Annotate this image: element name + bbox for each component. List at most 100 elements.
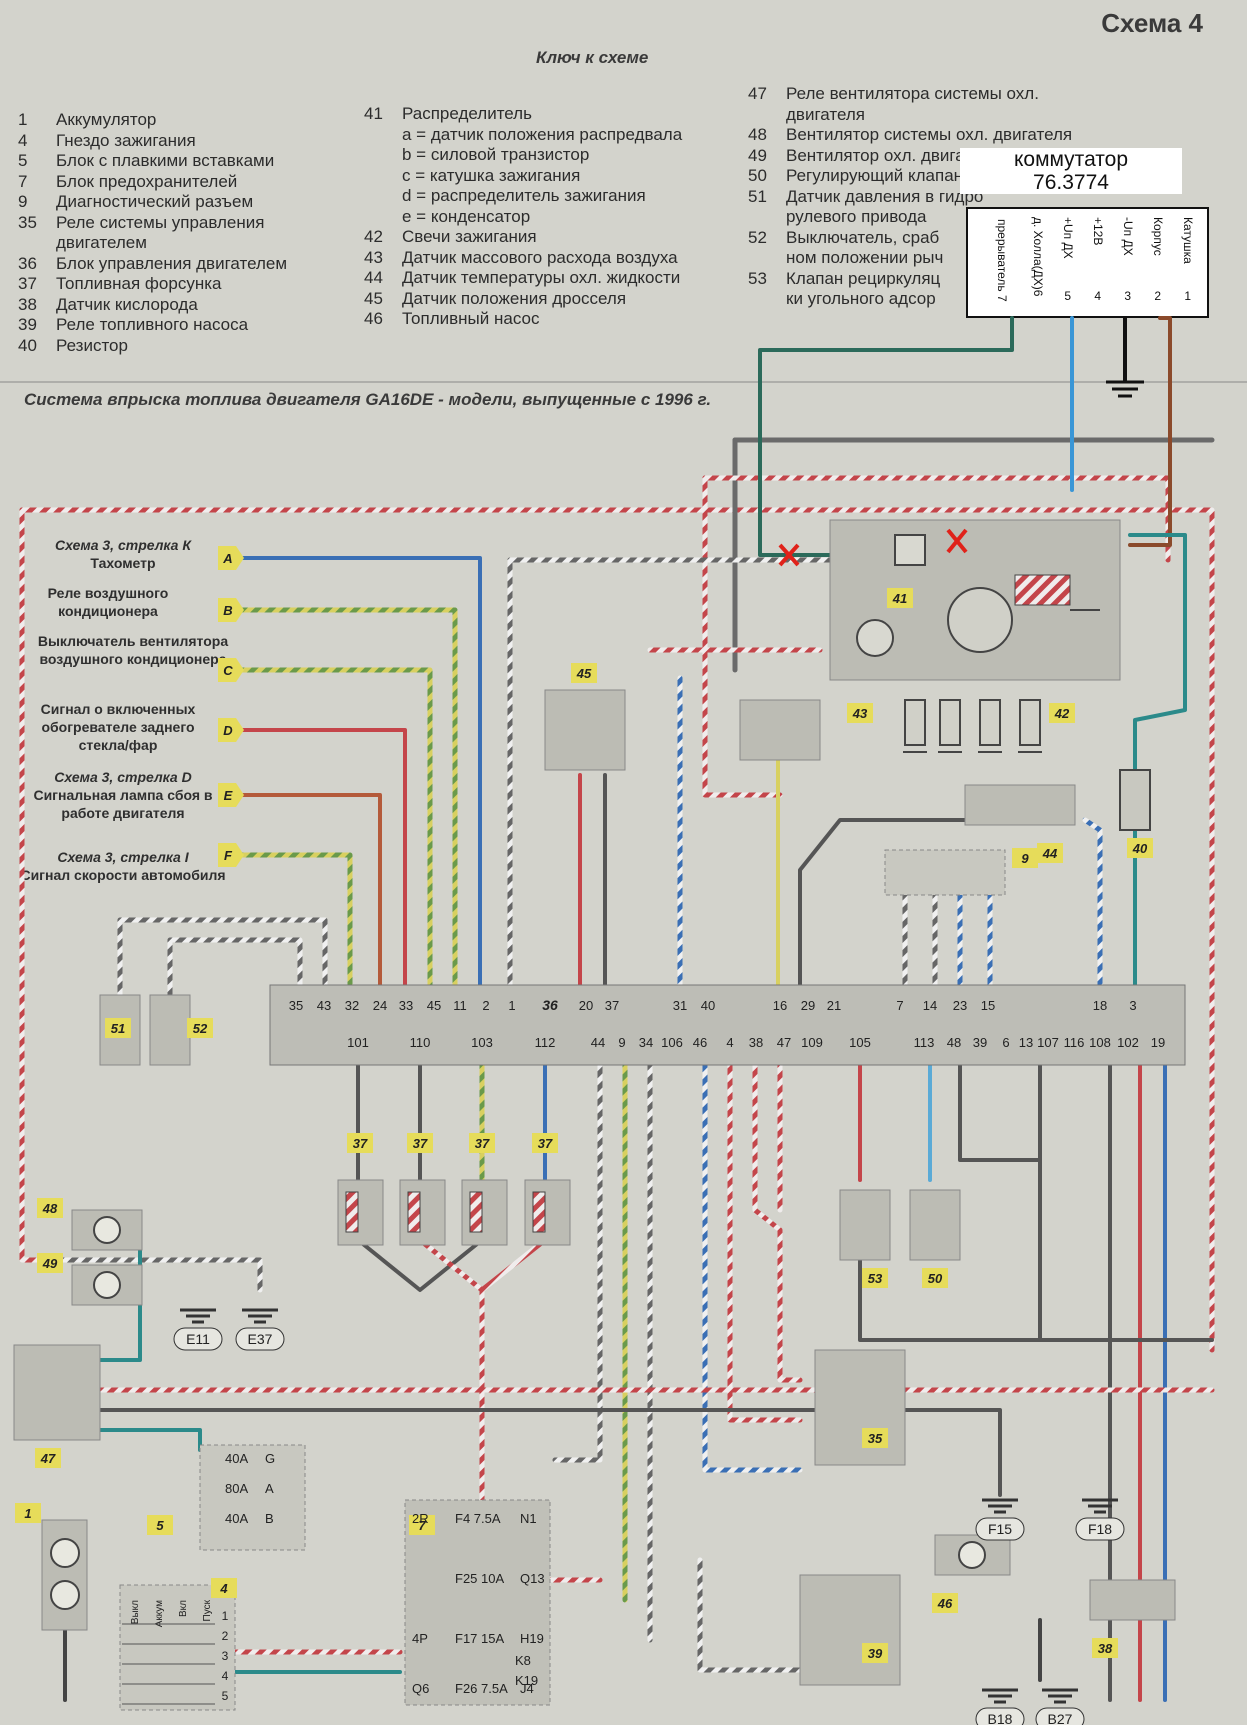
rotor-symbol [947,587,1013,653]
pin-name-6: д. Холла(ДХ)6 [1031,217,1045,297]
ignition-col-label: Выкл [130,1600,141,1624]
fusible-link-letter: G [265,1451,275,1466]
component-tag [1037,843,1063,863]
ecu-top-pin: 7 [896,998,903,1013]
ecu-top-pin: 43 [317,998,331,1013]
legend-text: Клапан рециркуляц [786,268,941,288]
legend-row: двигателем [18,233,348,254]
ecu-block [269,984,1186,1066]
ground-label [1035,1707,1085,1725]
ecu-top-pin: 20 [579,998,593,1013]
svg-text:4: 4 [219,1581,228,1596]
signal-letter-tag [218,546,244,570]
legend-text: Датчик массового расхода воздуха [402,247,678,267]
legend-text: Датчик давления в гидро [786,186,984,206]
svg-text:51: 51 [111,1021,125,1036]
pin-name-7: прерыватель 7 [995,219,1009,302]
component-tag [862,1643,888,1663]
ecu-bottom-pin: 48 [947,1035,961,1050]
commutator-name: коммутатор [1013,148,1129,171]
label-e: Схема 3, стрелка D Сигнальная лампа сбоя… [18,768,228,822]
ecu-top-pin: 40 [701,998,715,1013]
ecu-bottom-pin: 113 [914,1035,935,1050]
pin-name-4: +12В [1091,217,1105,246]
svg-text:45: 45 [576,666,592,681]
ecu-top-pin: 3 [1129,998,1136,1013]
o2-sensor-38 [1089,1579,1176,1621]
fuel-injector [337,1179,384,1246]
legend-text: Распределитель [402,104,532,123]
legend-num: 47 [748,84,767,103]
ground-label [173,1327,223,1351]
legend-num: 7 [18,171,28,191]
fuse-out: N1 [520,1511,537,1526]
legend-row: e = конденсатор [364,207,724,228]
svg-text:A: A [222,551,232,566]
svg-text:49: 49 [42,1256,58,1271]
svg-text:52: 52 [193,1021,208,1036]
legend-num: 41 [364,104,383,123]
ignition-col-label: Аккум [154,1600,165,1627]
fuse-out: J4 [520,1681,534,1696]
cam-sensor-symbol [856,619,894,657]
legend-num: 39 [18,315,37,334]
ecu-top-pin: 29 [801,998,815,1013]
spark-plug [1019,699,1041,746]
legend-row: 53 Клапан рециркуляц [748,269,1218,290]
pump-relay-39 [799,1574,901,1686]
tps-block [544,689,626,771]
legend-text: Свечи зажигания [402,227,537,246]
ecu-top-pin: 33 [399,998,413,1013]
spark-plug [939,699,961,746]
ignition-switch [119,1584,236,1711]
component-tag [887,588,913,608]
ecu-top-pin: 16 [773,998,787,1013]
svg-text:C: C [223,663,233,678]
legend-text: двигателя [786,104,865,124]
component-tag [15,1503,41,1523]
ecu-bottom-pin: 9 [618,1035,625,1050]
legend-num: 48 [748,125,767,144]
fuel-injector [399,1179,446,1246]
commutator-box: Катушка Корпус -Uп ДХ +12В +Uп ДХ д. Хол… [966,207,1209,318]
legend-num: 37 [18,274,37,293]
component-tag [147,1515,173,1535]
fuse-out: Q13 [520,1571,545,1586]
legend-num: 53 [748,268,767,288]
ecu-bottom-pin: 13 [1019,1035,1033,1050]
ecu-bottom-pin: 101 [347,1035,369,1050]
legend-row: 41 Распределитель [364,104,724,125]
svg-text:46: 46 [937,1596,953,1611]
ecu-top-pin: 2 [482,998,489,1013]
coolant-sensor-block [964,784,1076,826]
svg-text:40: 40 [1132,841,1148,856]
component-tag [35,1448,61,1468]
ecu-top-pin: 24 [373,998,387,1013]
legend-num: 44 [364,268,383,287]
ecu-bottom-pin: 112 [535,1035,556,1050]
ecu-bottom-pin: 109 [801,1035,823,1050]
legend-text: Вентилятор системы охл. двигателя [786,125,1073,144]
ecu-bottom-pin: 4 [726,1035,733,1050]
svg-text:41: 41 [892,591,907,606]
signal-letter-tag [218,718,244,742]
schema-title: Схема 4 [1101,8,1203,38]
ecu-bottom-pin: 38 [749,1035,763,1050]
legend-text: Гнездо зажигания [56,130,196,150]
spark-plug [904,699,926,746]
fusible-link-letter: B [265,1511,274,1526]
svg-text:B: B [223,603,232,618]
fuel-injector [524,1179,571,1246]
legend-text: a = датчик положения распредвала [402,124,683,144]
